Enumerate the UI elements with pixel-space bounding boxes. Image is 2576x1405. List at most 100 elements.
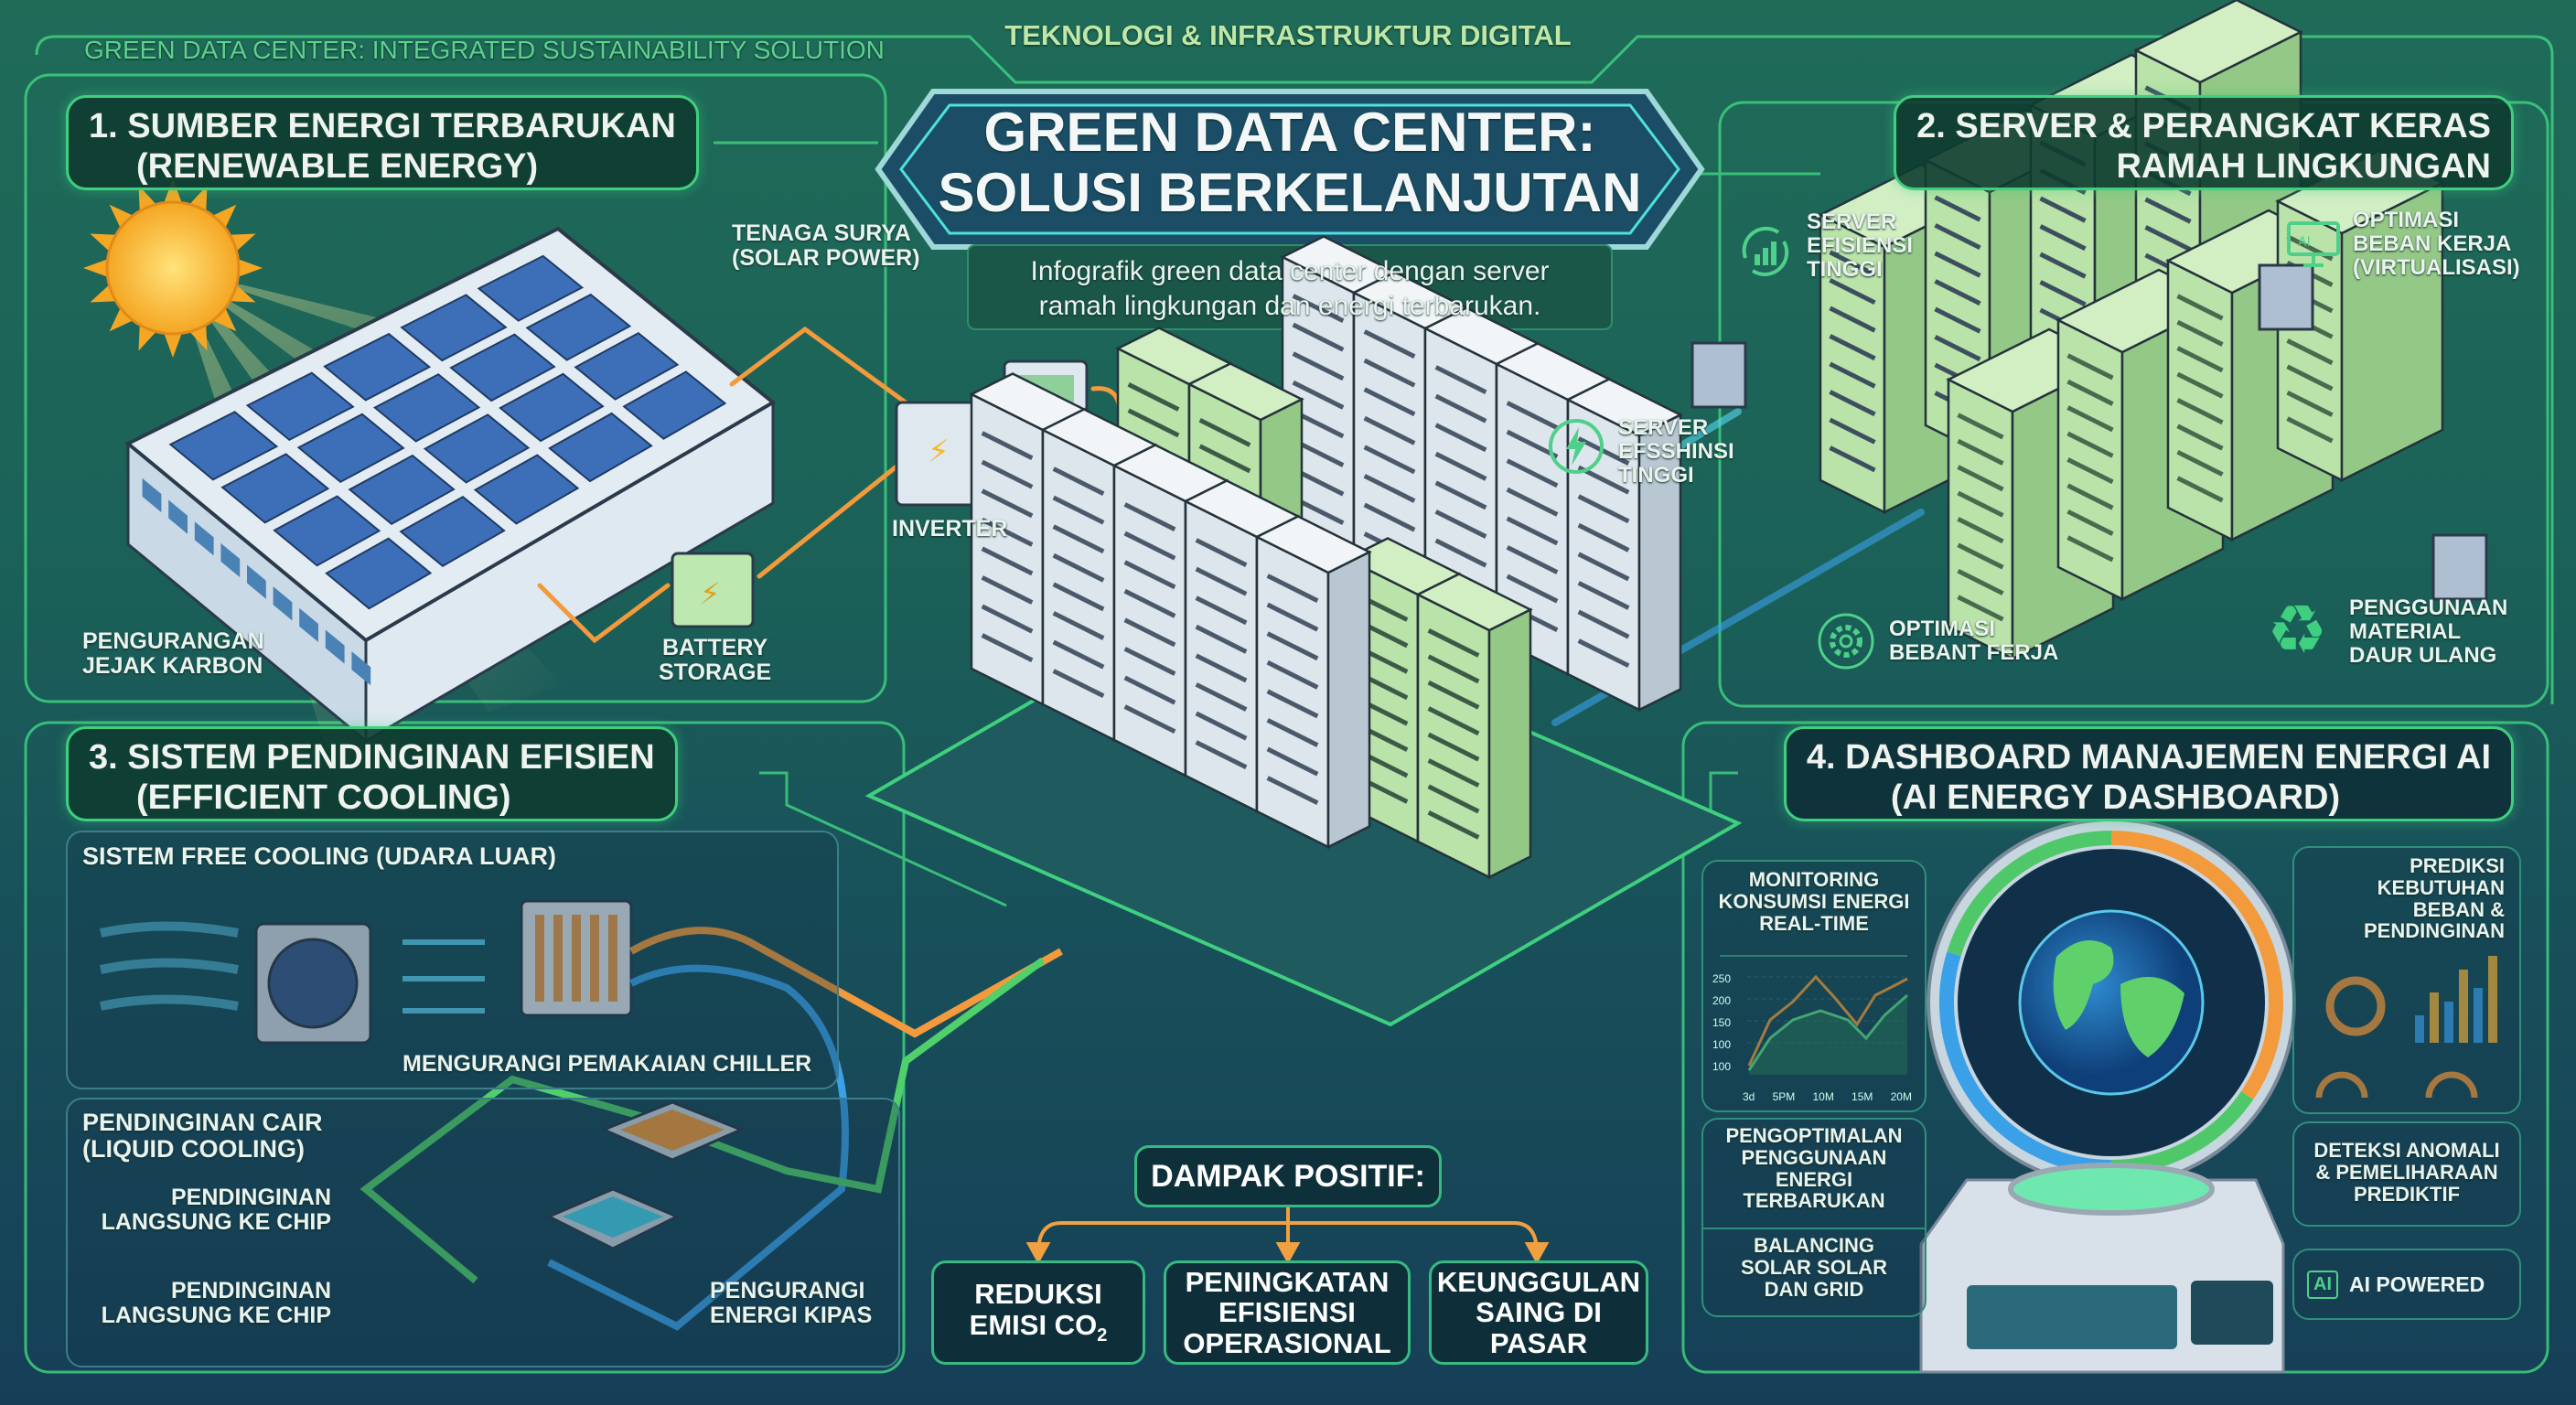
text-line: SOLAR SOLAR bbox=[1740, 1255, 1888, 1279]
server-slot bbox=[1434, 393, 1487, 424]
server-slot bbox=[1123, 617, 1176, 648]
server-slot bbox=[1266, 602, 1319, 632]
server-slot bbox=[2176, 346, 2224, 373]
server-slot bbox=[1829, 334, 1876, 361]
server-slot bbox=[981, 459, 1034, 489]
server-slot bbox=[1292, 322, 1345, 352]
window bbox=[142, 477, 162, 513]
text-line: PREDIKTIF bbox=[2353, 1182, 2461, 1206]
prediction-panel bbox=[2292, 846, 2521, 1114]
y-tick: 200 bbox=[1712, 994, 1732, 1007]
server-slot bbox=[1363, 502, 1416, 532]
section3-header: 3. SISTEM PENDINGINAN EFISIEN (EFFICIENT… bbox=[66, 726, 678, 821]
text-line: (LIQUID COOLING) bbox=[82, 1135, 305, 1164]
ai-powered-badge: AI AI POWERED bbox=[2292, 1249, 2521, 1320]
impact-connectors bbox=[1025, 1207, 1550, 1265]
server-slot bbox=[2066, 431, 2114, 458]
server-slot bbox=[1123, 675, 1176, 705]
solar-building-illustration bbox=[124, 226, 777, 745]
optimization-panel bbox=[1701, 1118, 1927, 1317]
label-liquid-cooling: PENDINGINAN CAIR(LIQUID COOLING) bbox=[82, 1109, 323, 1164]
solar-panel bbox=[220, 453, 330, 524]
server-slot bbox=[2039, 224, 2087, 252]
solar-panel bbox=[323, 332, 432, 402]
solar-panel bbox=[622, 370, 727, 440]
solar-panel bbox=[574, 332, 680, 401]
forecast-bar bbox=[2444, 1002, 2453, 1043]
window bbox=[351, 651, 371, 686]
text-line: EMISI CO bbox=[969, 1308, 1098, 1341]
green-server-rack-top bbox=[2133, 0, 2303, 84]
text-line: ENERGI bbox=[1775, 1167, 1853, 1191]
text-line: PENGGUNAAN bbox=[1741, 1145, 1887, 1169]
server-slot bbox=[1266, 660, 1319, 690]
coolant-pipe bbox=[629, 927, 1063, 1038]
section4-header-line2: (AI ENERGY DASHBOARD) bbox=[1890, 778, 2341, 817]
server-slot bbox=[1829, 278, 1876, 306]
server-slot bbox=[2066, 353, 2114, 381]
forecast-bar bbox=[2459, 970, 2468, 1043]
monitor-virtualization-icon: AI bbox=[2285, 218, 2342, 279]
server-slot bbox=[2039, 280, 2087, 307]
server-slot bbox=[1934, 279, 1981, 306]
text-line: TERBARUKAN bbox=[1743, 1189, 1885, 1213]
text-line: DETEKSI ANOMALI bbox=[2313, 1139, 2500, 1162]
server-slot bbox=[1052, 611, 1105, 640]
coolant-pipe bbox=[360, 957, 1046, 1284]
text-line: PENINGKATAN bbox=[1185, 1265, 1390, 1298]
server-slot bbox=[1427, 706, 1480, 736]
server-slot bbox=[1957, 438, 2004, 466]
fan-icon bbox=[2431, 533, 2488, 601]
server-slot bbox=[1198, 418, 1251, 447]
solar-panel bbox=[525, 293, 632, 361]
server-slot bbox=[2066, 483, 2114, 510]
heat-fin bbox=[553, 915, 563, 1002]
solar-panel bbox=[245, 371, 355, 442]
server-slot bbox=[1506, 401, 1559, 430]
central-server-cluster bbox=[864, 235, 1743, 1027]
server-slot bbox=[1127, 382, 1180, 412]
gauge-icon bbox=[2425, 1071, 2478, 1099]
solar-panel bbox=[548, 412, 653, 483]
text-line: LANGSUNG KE CHIP bbox=[101, 1209, 331, 1235]
green-server-rack-top bbox=[1186, 362, 1304, 422]
server-slot bbox=[2176, 476, 2224, 503]
solar-panel bbox=[477, 254, 585, 322]
server-slot bbox=[1198, 444, 1251, 474]
server-slot bbox=[2066, 509, 2114, 536]
x-tick: 15M bbox=[1852, 1090, 1873, 1103]
solar-panel bbox=[399, 495, 506, 568]
server-slot bbox=[1127, 408, 1180, 438]
server-slot bbox=[981, 633, 1034, 663]
server-slot bbox=[1363, 445, 1416, 475]
free-cooling-panel bbox=[66, 831, 839, 1089]
section4-header: 4. DASHBOARD MANAJEMEN ENERGI AI (AI ENE… bbox=[1783, 726, 2514, 821]
coolant-pipe bbox=[547, 964, 849, 1331]
text-line: PENDINGINAN bbox=[170, 1185, 331, 1210]
sun-ray bbox=[163, 331, 183, 358]
text-line: BALANCING bbox=[1754, 1234, 1874, 1257]
server-slot bbox=[981, 488, 1034, 519]
server-slot bbox=[1427, 654, 1480, 684]
text-line: PENGURANGAN bbox=[82, 628, 264, 654]
server-slot bbox=[1957, 517, 2004, 544]
text-line: STORAGE bbox=[659, 660, 772, 685]
server-slot bbox=[1957, 465, 2004, 492]
solar-panel bbox=[348, 454, 456, 526]
server-slot bbox=[1195, 595, 1248, 626]
server-slot bbox=[1052, 467, 1105, 496]
forecast-bar bbox=[2415, 1015, 2424, 1043]
server-slot bbox=[1052, 582, 1105, 612]
energy-flow bbox=[729, 326, 908, 405]
server-slot bbox=[1829, 417, 1876, 445]
window bbox=[299, 607, 318, 642]
anomaly-panel bbox=[2292, 1121, 2521, 1227]
text-line: BEBAN & bbox=[2412, 897, 2505, 921]
server-slot bbox=[1266, 689, 1319, 719]
